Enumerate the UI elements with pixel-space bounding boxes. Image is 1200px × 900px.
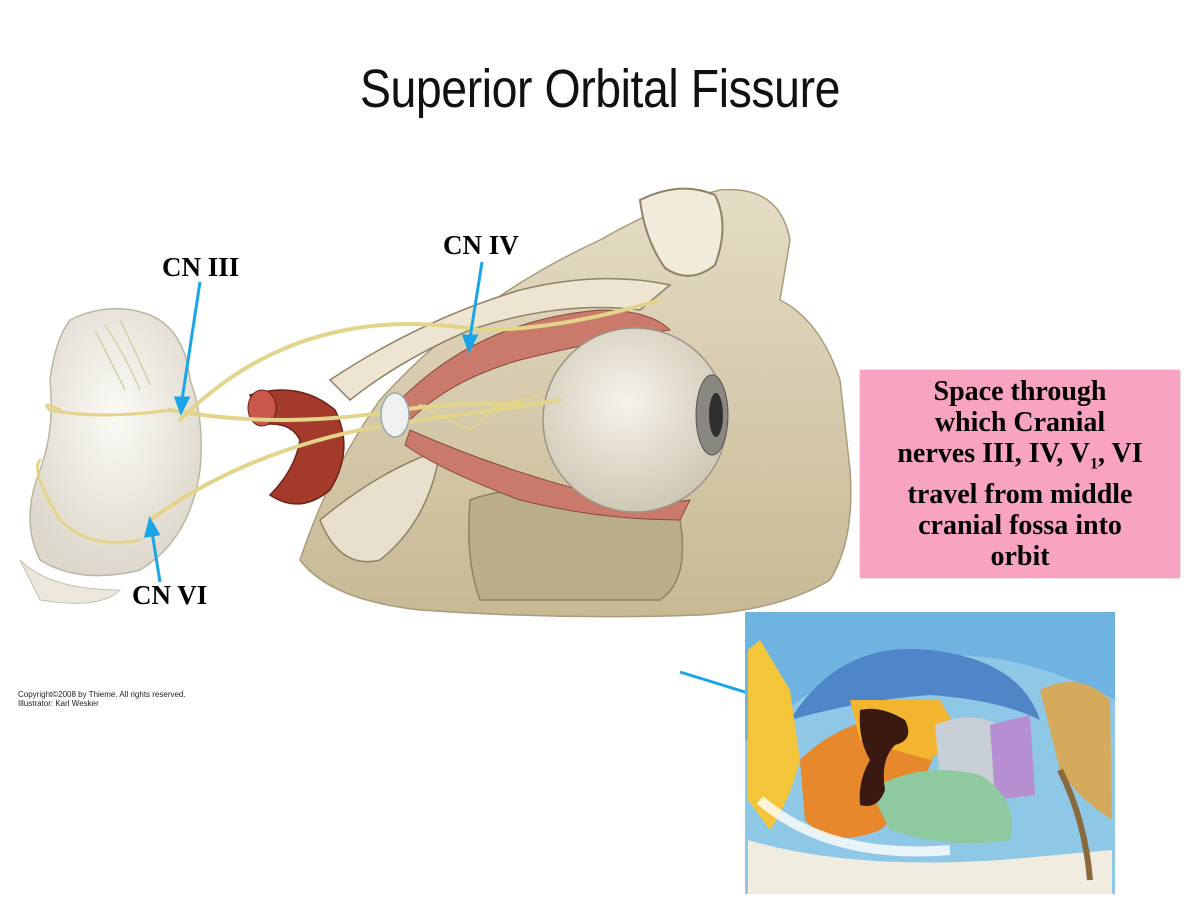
copyright-line-2: Illustrator: Karl Wesker (18, 699, 99, 708)
callout-line-3: nerves III, IV, V1, VI (860, 438, 1180, 480)
brainstem (19, 307, 202, 604)
callout-line-1: Space through (933, 375, 1107, 407)
cn4-label: CN IV (443, 230, 519, 260)
callout-line-6: orbit (990, 541, 1050, 573)
callout-line-3-suffix: , VI (1098, 437, 1143, 469)
callout-line-5: cranial fossa into (918, 510, 1122, 542)
copyright-notice: Copyright©2008 by Thieme. All rights res… (18, 690, 186, 708)
common-tendinous-ring (380, 392, 410, 438)
cn3-label: CN III (162, 252, 240, 282)
callout-line-3-text: nerves III, IV, V (897, 437, 1091, 469)
eyeball (542, 327, 729, 513)
callout-line-4: travel from middle (907, 479, 1133, 511)
cn6-arrow (150, 531, 162, 583)
page-title: Superior Orbital Fissure (359, 59, 841, 119)
callout-line-2: which Cranial (934, 406, 1106, 438)
cn3-arrow (180, 281, 202, 401)
copyright-line-1: Copyright©2008 by Thieme. All rights res… (18, 690, 186, 699)
cn6-label: CN VI (132, 580, 208, 610)
definition-callout: Space through which Cranial nerves III, … (860, 370, 1180, 578)
v-subscript: 1 (1090, 455, 1099, 473)
cn4-arrow (468, 261, 484, 339)
